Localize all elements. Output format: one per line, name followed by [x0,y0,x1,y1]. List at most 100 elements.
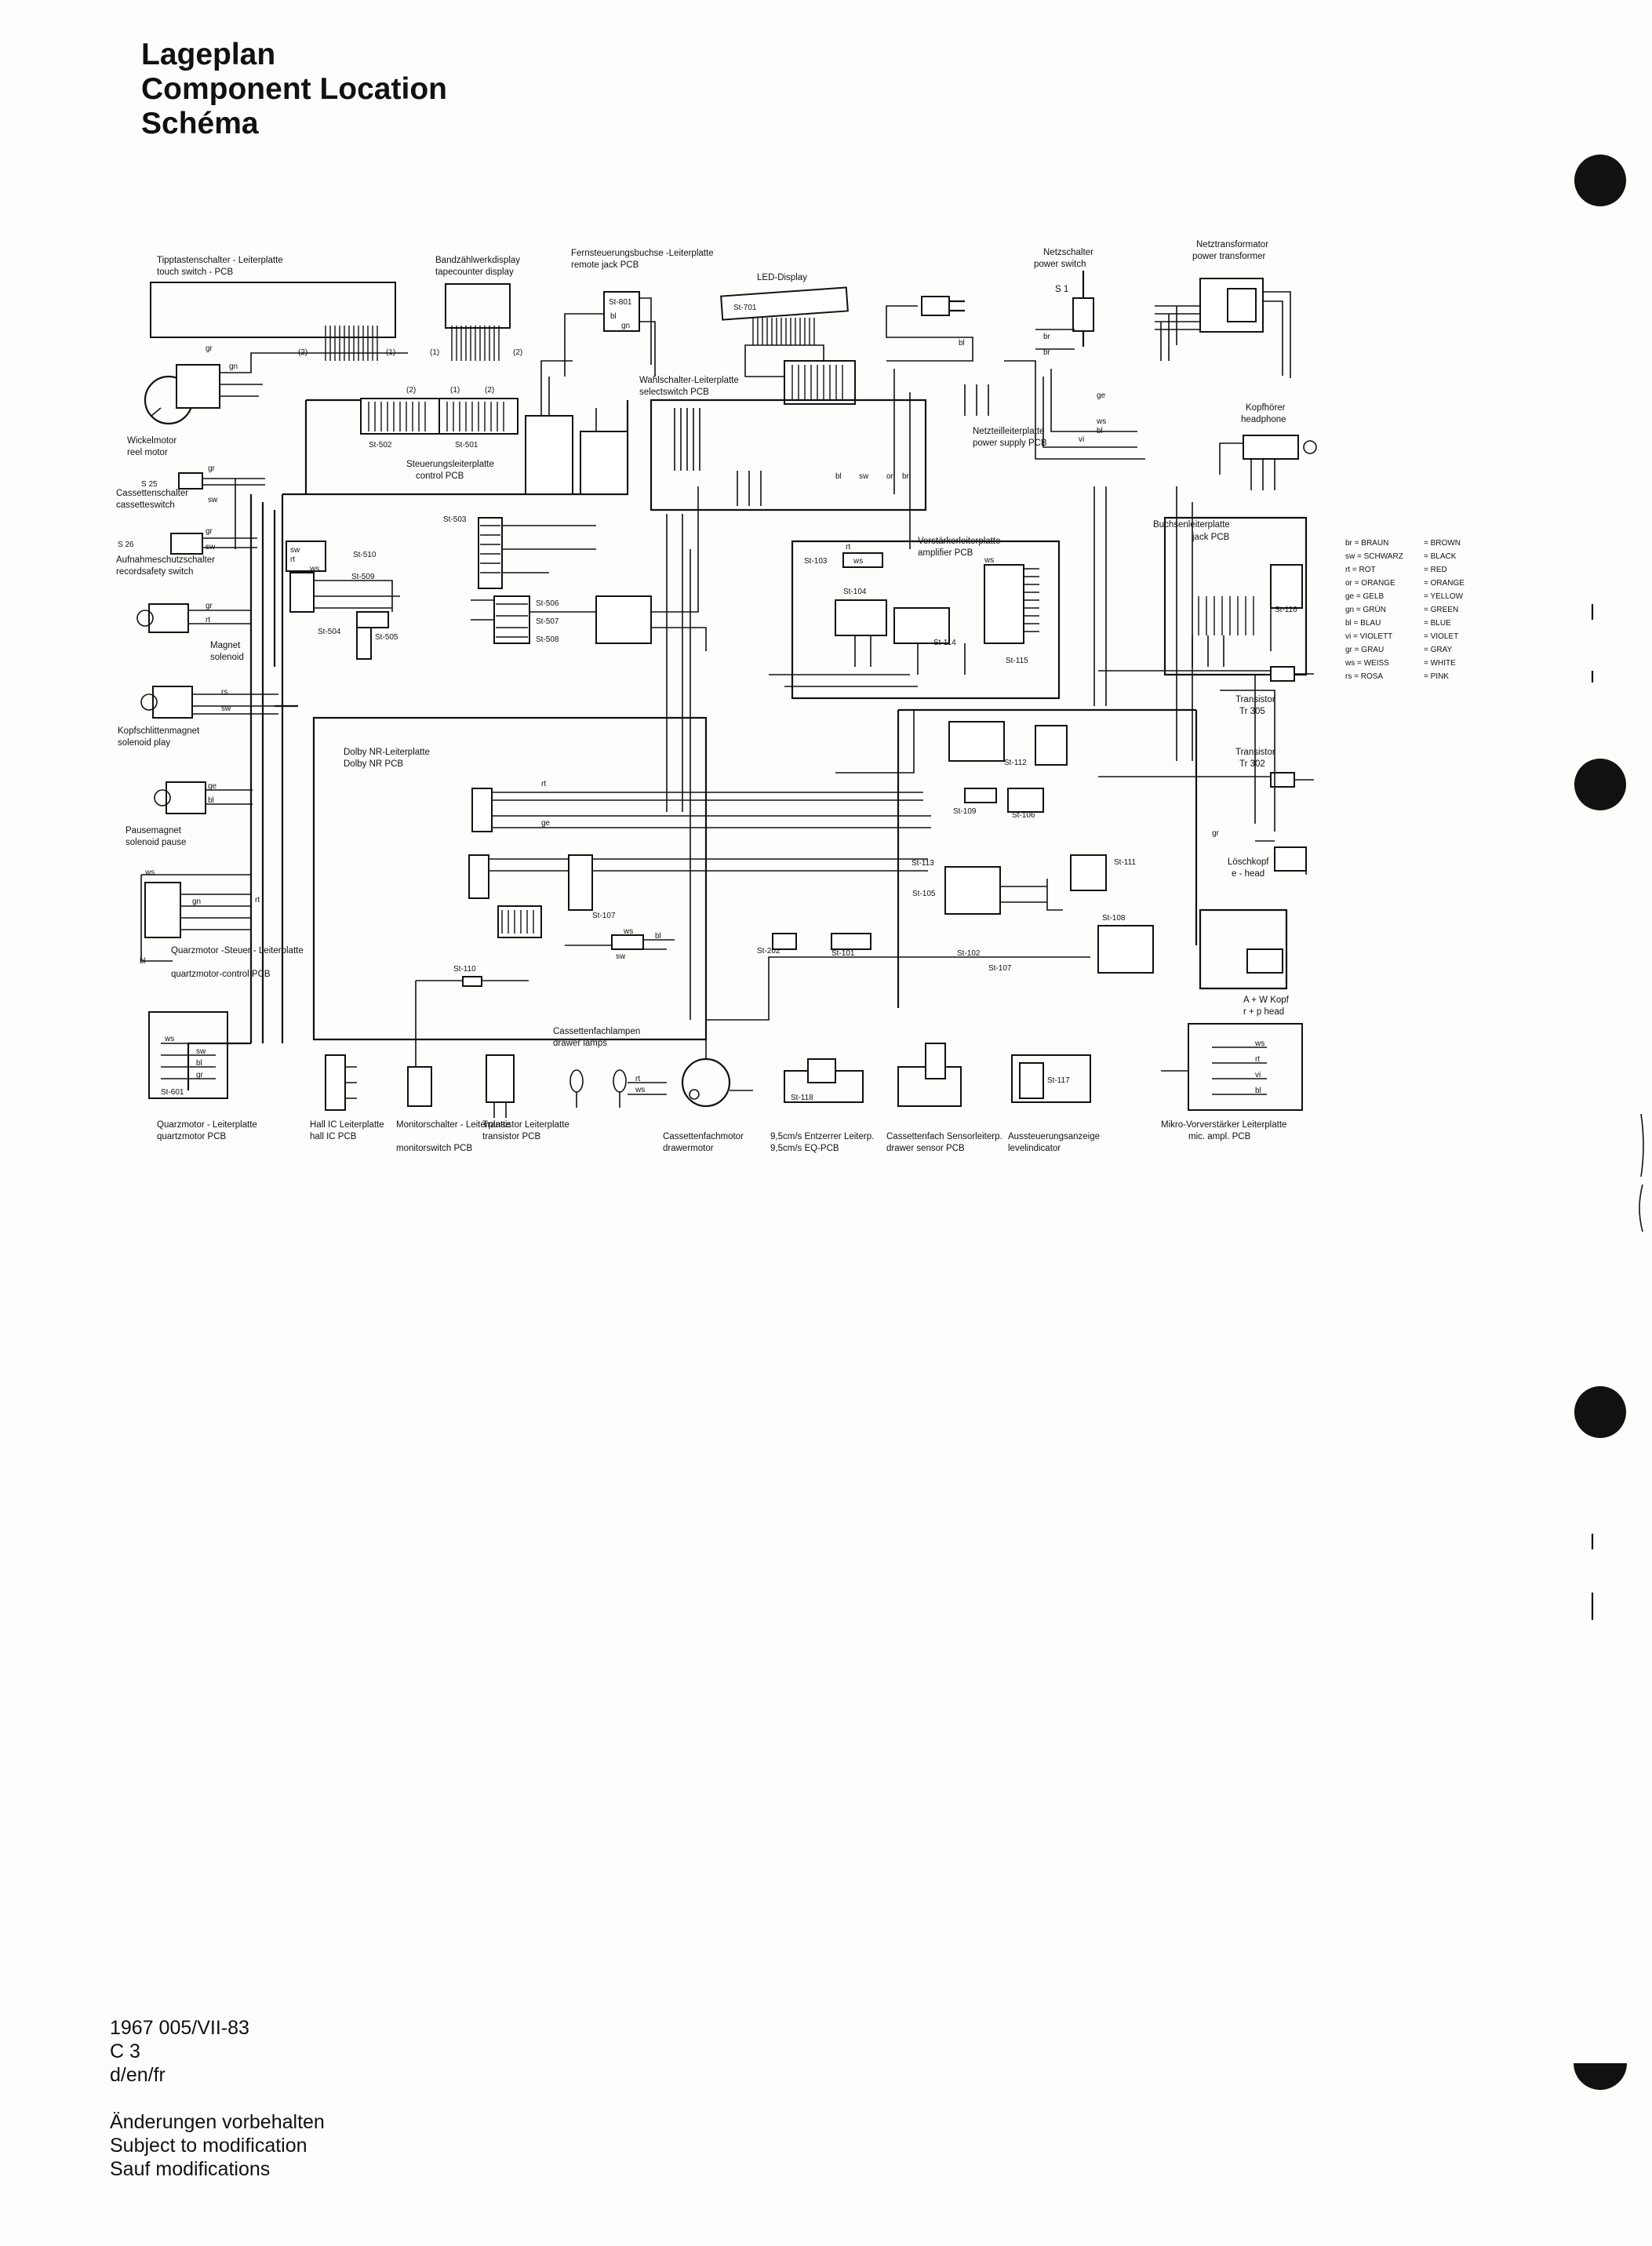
remote-label-de: Fernsteuerungsbuchse -Leiterplatte [571,249,714,258]
cs-wire-sw: sw [208,496,218,504]
legend-row-sw-en: = BLACK [1424,552,1457,561]
cs-wire-gr: gr [208,464,216,473]
qc-wire-bl: bl [140,957,146,966]
ps-wire-bl: bl [208,796,214,805]
hs-wire-sw: sw [221,704,231,713]
counter-bracket-2: (2) [513,348,522,357]
legend-row-ws-en: = WHITE [1424,659,1456,668]
touch-switch-pcb: Tipptastenschalter - Leiterplatte touch … [150,256,396,361]
amp-wire-rt: rt [846,543,850,551]
pause-label-en: solenoid pause [126,838,186,847]
st202-connector: St-110 [415,965,529,1075]
magnet-solenoid: gr rt Magnet solenoid [136,602,251,662]
qc-wire-gn: gn [192,897,201,906]
st510-cluster: sw rt ws St-510 St-509 St-504 St-505 [286,541,400,660]
touch-switch-label-de: Tipptastenschalter - Leiterplatte [157,256,283,265]
head-slide-label-de: Kopfschlittenmagnet [118,726,200,736]
mic-wire-bl: bl [1255,1087,1261,1095]
hall-ic-pcb: Hall IC Leiterplatte hall IC PCB [310,1054,384,1141]
st115-label: St-115 [1006,657,1028,665]
legend-row-gn-en: = GREEN [1424,606,1458,614]
hs-wire-rs: rs [221,688,227,697]
transformer-label-en: power transformer [1192,252,1265,261]
power-supply-pcb: Netzteilleiterplatte power supply PCB ge… [964,360,1145,460]
punch-holes [1574,155,1627,2090]
ss-wire-bn: br [902,472,910,481]
rp-label-en: r + p head [1243,1007,1284,1017]
legend-row-bl-en: = BLUE [1424,619,1451,628]
quartz-control-label-de: Quarzmotor -Steuer - Leiterplatte [171,946,304,956]
st506-508-block: St-506 St-507 St-508 [471,486,707,651]
st107-label: St-102 [957,949,981,958]
ctrl-bracket-2: (2) [406,386,416,395]
legend-row-gr-en: = GRAY [1424,646,1453,654]
mains-plug-icon [921,296,950,316]
s1-label: S 1 [1055,285,1068,294]
rp-head: A + W Kopf r + p head [1199,908,1290,1017]
st505-label: St-505 [375,633,398,642]
legend-row-ge-en: = YELLOW [1424,592,1464,601]
lamps-label-en: drawer lamps [553,1039,607,1048]
tapecounter-display: Bandzählwerkdisplay tapecounter display … [430,256,522,361]
record-safety-label-en: recordsafety switch [116,567,193,577]
c510-wire-sw: sw [290,546,300,555]
st507-label: St-507 [536,617,559,626]
level-label-en: levelindicator [1008,1144,1061,1153]
page-code: C 3 [110,2040,140,2062]
sensor-label-en: drawer sensor PCB [886,1144,965,1153]
psu-wire-ge: ge [1097,391,1106,400]
st503-label: St-503 [443,515,467,524]
record-safety-label-de: Aufnahmeschutzschalter [116,555,215,565]
st502-label: St-502 [369,441,392,450]
notice-fr: Sauf modifications [110,2158,271,2180]
title-german: Lageplan [141,38,276,71]
legend-row-br: br = BRAUN [1345,539,1388,548]
legend-row-ge: ge = GELB [1345,592,1385,601]
monitor-label-en: monitorswitch PCB [396,1144,472,1153]
legend-row-or-en: = ORANGE [1424,579,1465,588]
remote-label-en: remote jack PCB [571,260,639,270]
edge-marks [1591,604,1644,1620]
drawer-sensor-pcb: Cassettenfach Sensorleiterp. drawer sens… [886,1043,1002,1153]
st701-label: St-701 [733,304,757,312]
st109-label: St-109 [953,807,977,816]
erase-head: Löschkopf e - head gr [1212,829,1307,879]
legend-row-ws: ws = WEISS [1345,659,1389,668]
footer: 1967 005/VII-83 C 3 d/en/fr Änderungen v… [110,2016,325,2181]
dolby-wire-rt: rt [541,780,546,788]
mic-amp-pcb: ws rt vi bl Mikro-Vorverstärker Leiterpl… [1161,1023,1303,1141]
st108-label: St-108 [1102,914,1126,923]
tapecounter-label-en: tapecounter display [435,268,514,277]
rs-wire-sw: sw [206,543,216,551]
head-slide-solenoid: rs sw Kopfschlittenmagnet solenoid play [118,686,278,748]
page-title: Lageplan Component Location Schéma [141,38,447,141]
pause-label-de: Pausemagnet [126,826,182,835]
transistor-tr302: Transistor Tr 302 [1098,748,1314,788]
drawer-motor: Cassettenfachmotor drawermotor [663,1036,753,1153]
cassette-switch: Cassettenschalter cassetteswitch S 25 gr… [116,464,265,549]
drawer-motor-label-de: Cassettenfachmotor [663,1132,744,1141]
main-harness [666,369,1275,1021]
level-label-de: Aussteuerungsanzeige [1008,1132,1100,1141]
st509-label: St-509 [351,573,375,581]
notice-en: Subject to modification [110,2135,307,2157]
rs-wire-gr: gr [206,527,213,536]
st601-label: St-601 [161,1088,184,1097]
lamps-label-de: Cassettenfachlampen [553,1027,640,1036]
led-label: LED-Display [757,273,807,282]
st102-label: St-101 [831,949,855,958]
cassette-switch-label-de: Cassettenschalter [116,489,188,498]
record-safety-switch: S 26 gr sw Aufnahmeschutzschalter record… [116,527,257,577]
quartz-pcb-label-en: quartzmotor PCB [157,1132,227,1141]
tapecounter-label-de: Bandzählwerkdisplay [435,256,520,265]
transistor-pcb: Transistor Leiterplatte transistor PCB [482,1054,569,1141]
level-indicator: St-117 Aussteuerungsanzeige levelindicat… [1008,1054,1100,1153]
legend-row-rt-en: = RED [1424,566,1447,574]
st501-label: St-501 [455,441,478,450]
dolby-wire-ge: ge [541,819,551,828]
control-connector-block [525,360,628,495]
mic-label-en: mic. ampl. PCB [1188,1132,1251,1141]
amplifier-label-en: amplifier PCB [918,548,973,558]
reel-wire-gn: gn [229,362,238,371]
remote-wire-bl: bl [610,312,617,321]
